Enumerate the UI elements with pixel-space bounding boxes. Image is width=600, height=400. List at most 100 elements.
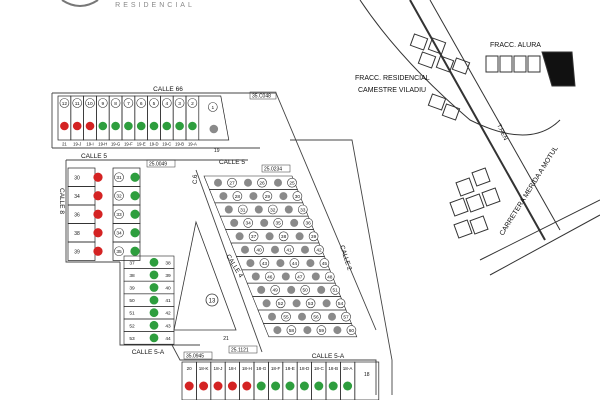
lot-number: 19-I	[86, 142, 93, 147]
lot-number: 55	[283, 315, 289, 321]
lot-number: 7	[127, 101, 130, 107]
lot-number: 43	[262, 261, 268, 267]
lot-status-marker-reserved	[249, 192, 258, 201]
inset-block	[409, 33, 429, 51]
lot-status-marker-sold	[93, 209, 103, 219]
street-calle-5: CALLE 5	[81, 153, 107, 160]
lot-number-badge	[208, 102, 218, 112]
lot-status-marker-available	[130, 228, 140, 238]
lot-number: 19-J	[73, 142, 81, 147]
lot-number: 46	[267, 274, 273, 280]
lot-number: 39	[311, 234, 317, 240]
lot-number-badge	[270, 285, 281, 295]
tag-text: 25.0234	[264, 167, 282, 173]
lot-number-badge	[330, 285, 341, 295]
tag-box	[249, 91, 277, 100]
inset-block	[469, 215, 489, 235]
lot-number: 33	[300, 207, 306, 213]
lot-number-badge	[123, 98, 134, 108]
lot-number-badge	[297, 204, 308, 215]
logo-mark	[61, 0, 99, 7]
lot-number-badge	[114, 190, 124, 201]
lot-status-marker-reserved	[214, 178, 222, 187]
lot-status-marker-reserved	[295, 232, 304, 241]
lot-number: 3	[178, 101, 181, 107]
inset-block	[427, 37, 447, 55]
lot-status-marker-available	[149, 270, 159, 280]
lot-number-badge	[319, 258, 330, 268]
lot-number-badge	[114, 246, 124, 257]
lot-number-badge	[187, 98, 198, 108]
lot-number: 21	[62, 142, 67, 147]
inset-block	[453, 219, 473, 239]
lot-number: 4	[165, 101, 168, 107]
lot-number: 39	[129, 286, 135, 292]
lot-status-marker-available	[130, 172, 140, 182]
lot-status-marker-reserved	[279, 192, 288, 201]
lot-status-marker-reserved	[328, 312, 336, 321]
lot-number: 19-G	[111, 142, 120, 147]
inset-label-tren: T.REN	[495, 123, 508, 141]
lot-status-marker-available	[130, 246, 140, 256]
lot-number: 18-D	[299, 366, 310, 371]
lot-number: 18-F	[271, 366, 281, 371]
lot-number: 36	[306, 221, 312, 227]
lot-number: 53	[308, 301, 314, 307]
lot-number: 31	[116, 175, 122, 181]
inset-block	[451, 57, 471, 75]
lot-number-badge	[114, 172, 124, 183]
tag-box	[228, 345, 258, 354]
cadastral-tags: 35.C048 25.0049 25.0234 35.0945 25.1121	[146, 91, 291, 360]
inset-viladiu-blocks	[409, 33, 471, 121]
inset-label-alura: FRACC. ALURA	[490, 42, 541, 49]
street-calle-5-second: CALLE 5	[219, 159, 245, 166]
street-calle-5a-right: CALLE 5-A	[312, 353, 345, 360]
inset-block	[527, 55, 541, 73]
lot-number-badge	[292, 191, 303, 201]
lot-number: 18-H	[242, 366, 252, 371]
lot-status-marker-reserved	[284, 205, 293, 214]
tag-text: 25.1121	[231, 348, 249, 354]
lot-number-badge	[114, 209, 124, 220]
lot-number: 18-G	[256, 366, 267, 371]
lot-number-badge	[162, 98, 172, 108]
tag-text: 35.0945	[186, 354, 204, 360]
lot-status-marker-available	[256, 381, 266, 391]
lot-status-marker-available	[130, 209, 140, 219]
inset-block	[471, 167, 491, 187]
lot-number: 34	[74, 194, 80, 200]
lot-number: 48	[327, 274, 333, 280]
lot-status-marker-available	[149, 257, 159, 267]
lot-status-marker-reserved	[322, 299, 331, 308]
lot-number: 38	[129, 273, 135, 279]
lot-number-badge	[248, 231, 259, 242]
lot-outline	[67, 204, 96, 224]
lot-status-marker-available	[285, 381, 295, 391]
lot-number-badge	[136, 98, 146, 108]
lot-number: 19-C	[162, 142, 171, 147]
lot-number: 38	[74, 231, 80, 237]
lot-number: 37	[251, 234, 257, 240]
lot-number: 50	[303, 288, 309, 294]
lot-number-badge	[300, 285, 311, 295]
lot-number: 50	[129, 298, 135, 304]
lot-number: 40	[165, 286, 171, 292]
lot-21-number: 21	[223, 336, 229, 342]
lot-number: 2	[191, 101, 194, 107]
lot-status-marker-sold	[72, 121, 82, 131]
lot-number: 52	[278, 301, 284, 307]
lot-number-badge	[267, 204, 278, 215]
lot-number: 11	[75, 101, 80, 107]
lot-number: 34	[116, 231, 122, 237]
lot-status-marker-reserved	[219, 192, 228, 201]
lot-number-badge	[289, 258, 300, 268]
lot-number: 6	[140, 101, 143, 107]
lot-number: 54	[338, 301, 344, 307]
lot-number-badge	[98, 98, 108, 108]
lot-number: 42	[316, 248, 322, 254]
lot-status-marker-sold	[213, 381, 223, 391]
lot-number-badge	[284, 244, 294, 255]
inset-block	[465, 193, 485, 213]
lot-number: 47	[297, 274, 303, 280]
